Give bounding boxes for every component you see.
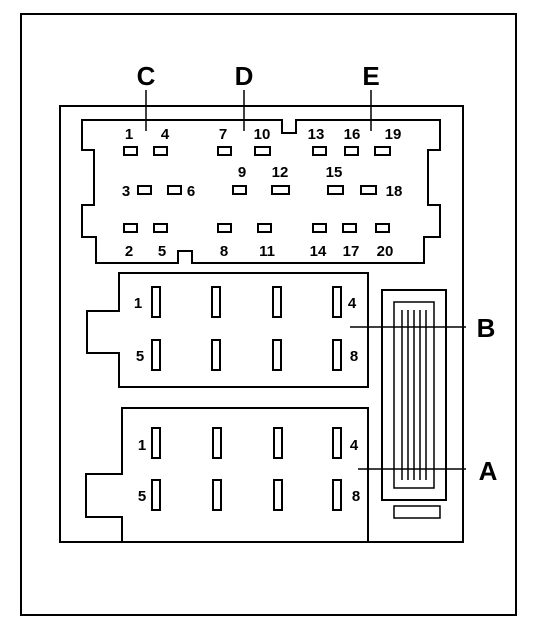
pin-number: 4 [348, 295, 357, 312]
pin-number: 19 [385, 126, 402, 143]
pin-number: 10 [254, 126, 271, 143]
group-d-label: D [235, 61, 254, 91]
pin-slot [212, 479, 222, 511]
pin-slot [272, 286, 282, 318]
pin-slot [344, 146, 359, 156]
pin-slot [254, 146, 271, 156]
pin-number: 3 [122, 183, 130, 200]
group-e-label: E [362, 61, 379, 91]
pin-slot [211, 286, 221, 318]
pin-slot [342, 223, 357, 233]
pin-slot [153, 146, 168, 156]
pin-slot [332, 339, 342, 371]
outer-frame [20, 13, 517, 616]
pin-slot [273, 427, 283, 459]
block-a-label: A [479, 456, 498, 486]
pin-slot [123, 223, 138, 233]
top-connector-outline [81, 119, 441, 264]
pin-slot [151, 286, 161, 318]
pin-slot [123, 146, 138, 156]
pin-number: 1 [134, 295, 142, 312]
pin-slot [332, 427, 342, 459]
block-b-label: B [477, 313, 496, 343]
pin-slot [167, 185, 182, 195]
group-c-label: C [137, 61, 156, 91]
pin-number: 9 [238, 164, 246, 181]
pin-slot [312, 223, 327, 233]
pin-number: 5 [158, 243, 166, 260]
pin-number: 12 [272, 164, 289, 181]
pin-number: 5 [136, 348, 144, 365]
pin-slot [272, 339, 282, 371]
pin-slot [137, 185, 152, 195]
pin-slot [217, 146, 232, 156]
pin-number: 17 [343, 243, 360, 260]
pin-number: 7 [219, 126, 227, 143]
block-b: 1 4 5 8 [86, 272, 369, 388]
top-pin-numbers: 1 2 3 4 5 6 7 8 9 10 11 12 13 14 15 16 1… [122, 126, 403, 260]
pin-slot [327, 185, 344, 195]
pin-slot [360, 185, 377, 195]
pin-number: 18 [386, 183, 403, 200]
pin-slot [151, 339, 161, 371]
block-a: 1 4 5 8 [85, 407, 369, 543]
pin-slot [374, 146, 391, 156]
pin-slot [273, 479, 283, 511]
pin-slot [271, 185, 290, 195]
pin-number: 20 [377, 243, 394, 260]
block-b-outline [86, 272, 369, 388]
ribbon-latch [381, 289, 447, 519]
pin-number: 11 [259, 243, 275, 260]
pin-number: 5 [138, 488, 146, 505]
pin-slot [217, 223, 232, 233]
pin-slot [332, 479, 342, 511]
pin-slot [332, 286, 342, 318]
pin-number: 1 [138, 437, 146, 454]
pin-number: 4 [161, 126, 170, 143]
pin-number: 14 [310, 243, 327, 260]
pin-number: 4 [350, 437, 359, 454]
pin-slot [212, 427, 222, 459]
pin-number: 8 [352, 488, 360, 505]
pin-number: 8 [220, 243, 228, 260]
pin-slot [375, 223, 390, 233]
top-pin-slots [123, 146, 391, 233]
pin-number: 15 [326, 164, 343, 181]
pin-number: 13 [308, 126, 325, 143]
pin-number: 8 [350, 348, 358, 365]
pin-slot [232, 185, 247, 195]
pin-number: 6 [187, 183, 195, 200]
block-a-outline [85, 407, 369, 543]
pin-slot [257, 223, 272, 233]
pin-slot [153, 223, 168, 233]
pin-number: 16 [344, 126, 361, 143]
pin-slot [211, 339, 221, 371]
pin-slot [312, 146, 327, 156]
pin-number: 2 [125, 243, 133, 260]
pin-number: 1 [125, 126, 133, 143]
pin-slot [151, 427, 161, 459]
pin-slot [151, 479, 161, 511]
